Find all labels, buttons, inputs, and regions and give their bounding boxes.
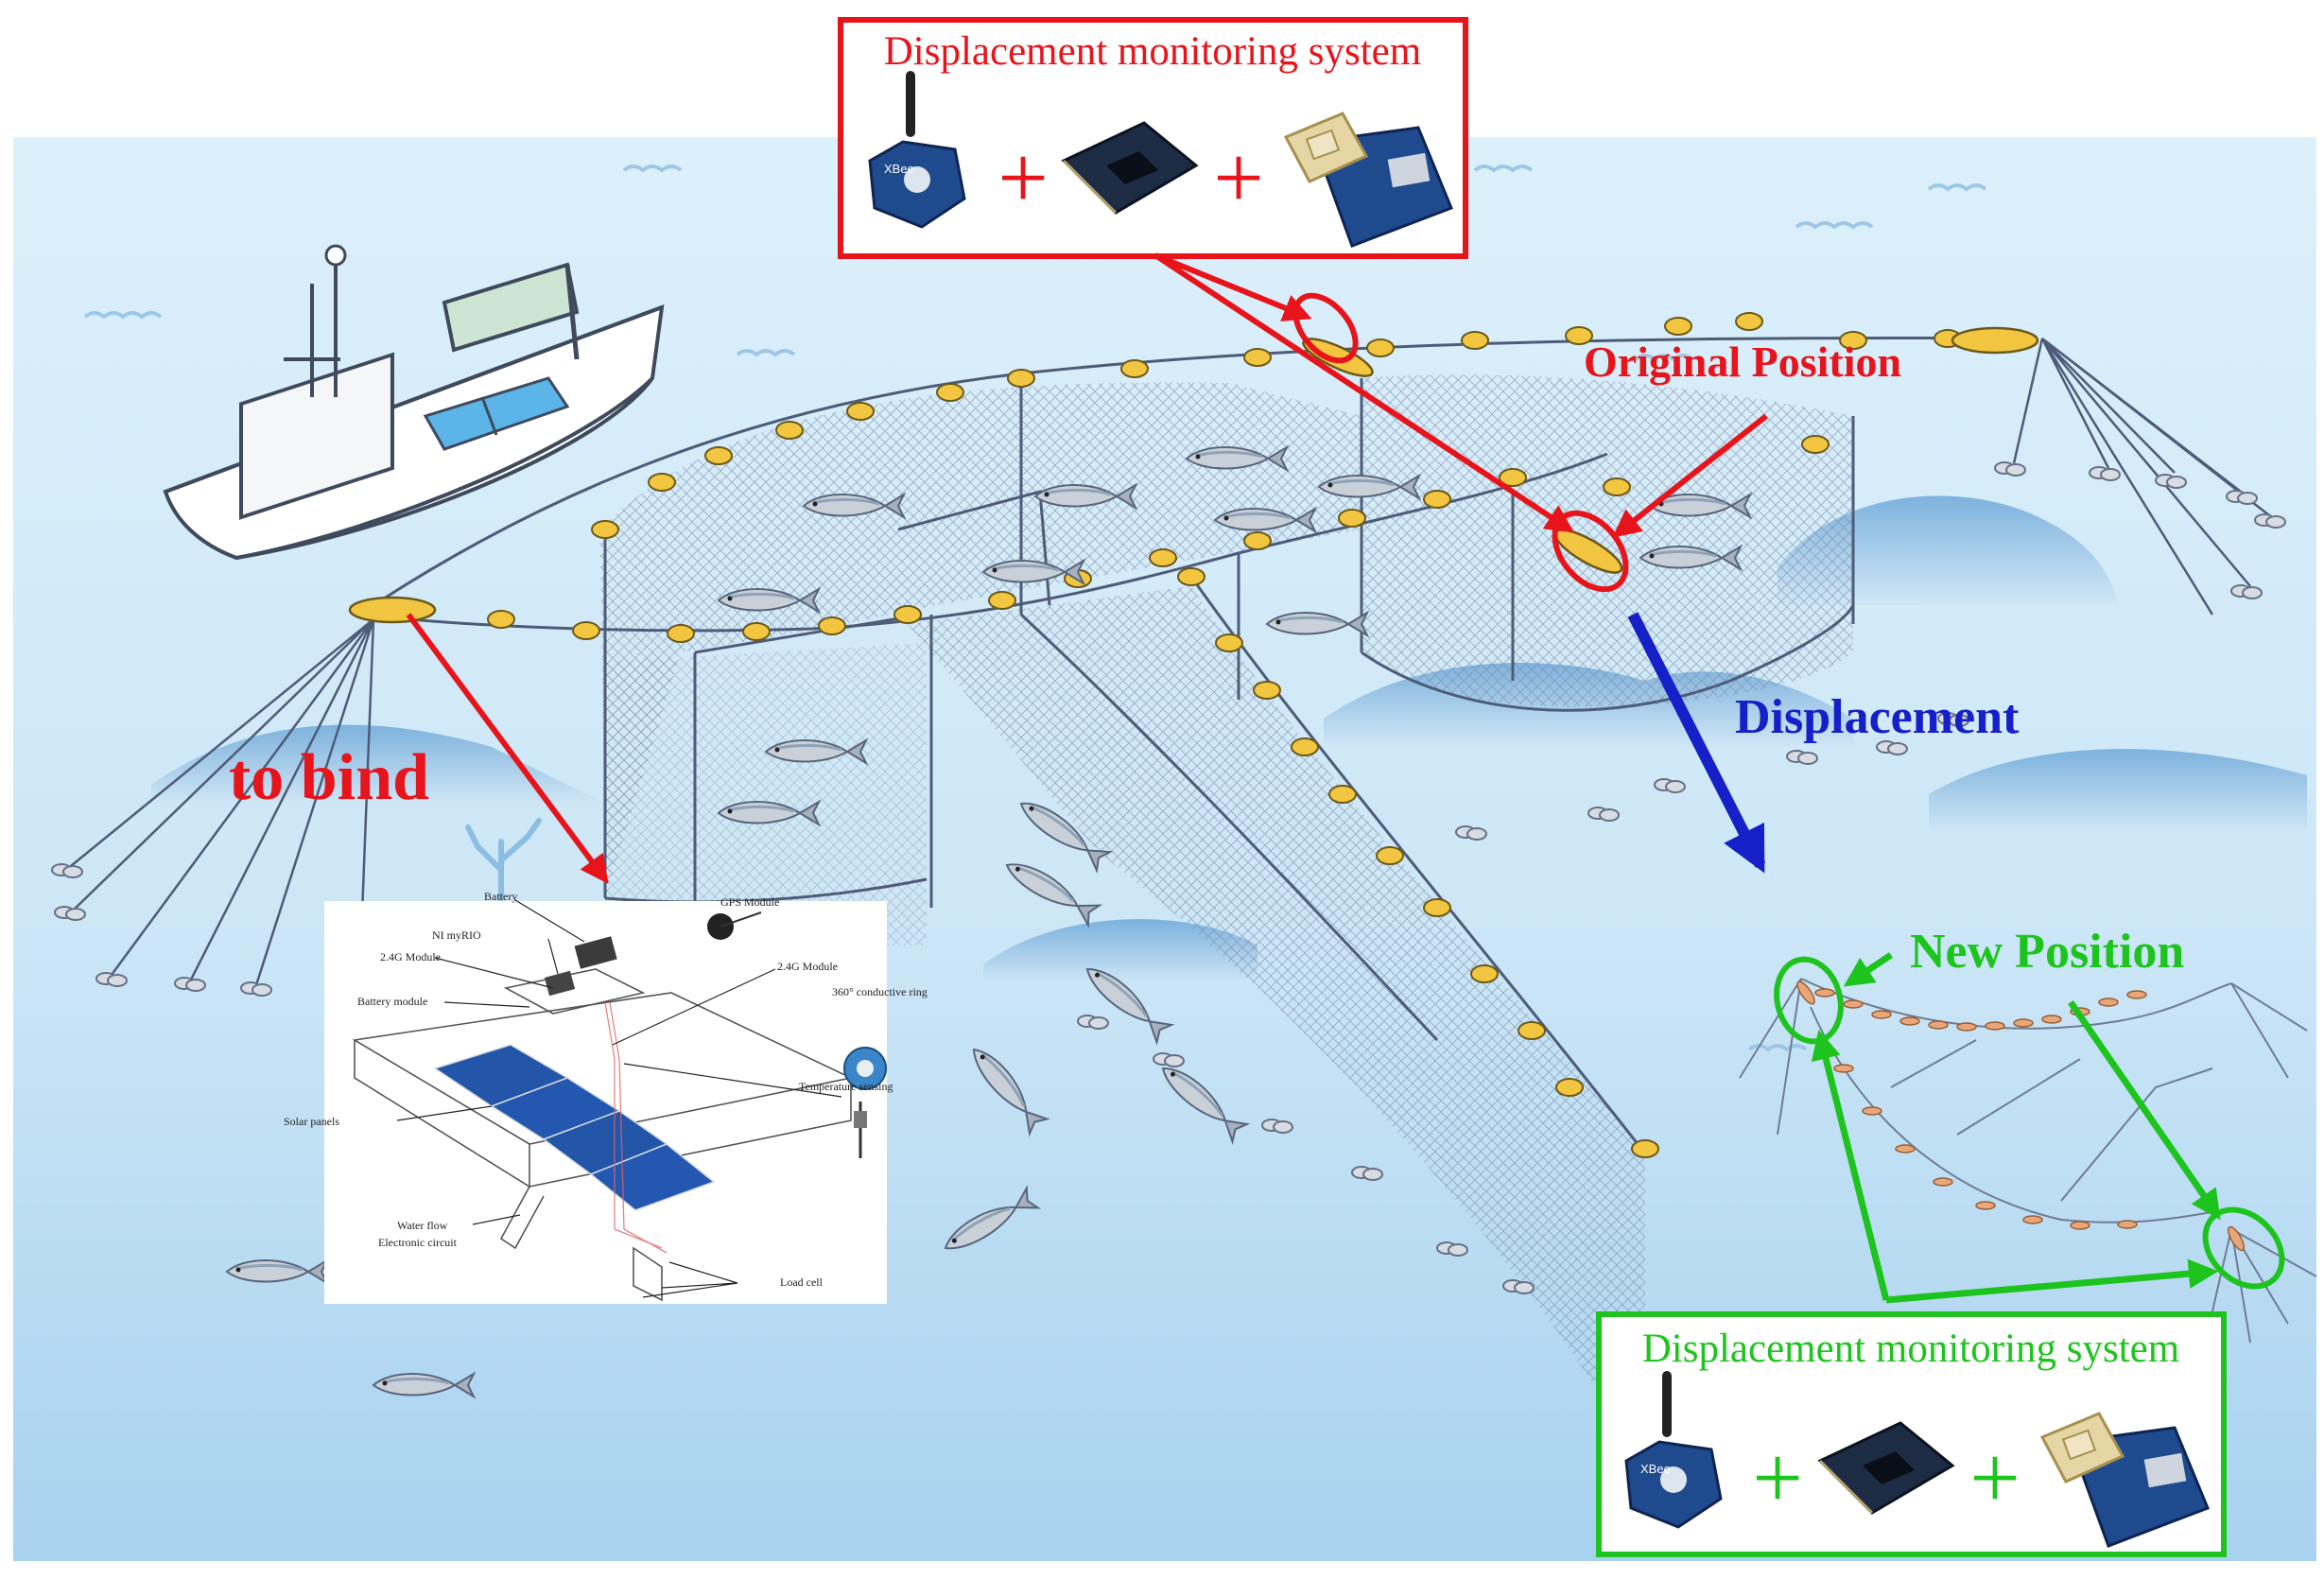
new-position-label: New Position <box>1910 925 2184 979</box>
inset-battery-module-label: Battery module <box>357 995 427 1008</box>
plus-sign-bottom-2: + <box>1969 1428 2020 1528</box>
displacement-label: Displacement <box>1735 690 2020 744</box>
inset-2.4g-right-label: 2.4G Module <box>777 960 838 973</box>
battery-icon <box>574 936 617 969</box>
original-position-label: Original Position <box>1584 338 1901 386</box>
inset-2.4g-left-label: 2.4G Module <box>380 950 441 963</box>
conductive-ring-icon <box>843 1047 887 1090</box>
inset-myrio-label: NI myRIO <box>432 928 481 942</box>
xbee-module-icon: XBee <box>868 71 966 229</box>
inset-water-flow-label: Water flow <box>397 1219 448 1232</box>
net-panels <box>600 374 1853 1466</box>
wave-marks <box>83 165 1987 1052</box>
svg-text:XBee: XBee <box>1640 1462 1671 1476</box>
plus-sign-top-2: + <box>1213 128 1264 228</box>
system-title-bottom: Displacement monitoring system <box>1642 1327 2179 1371</box>
xbee-module-icon: XBee <box>1624 1371 1723 1529</box>
gps-module-icon <box>1283 112 1453 248</box>
displacement-arrow <box>1627 612 1766 874</box>
plus-sign-top-1: + <box>997 128 1049 228</box>
to-bind-label: to bind <box>229 741 429 814</box>
device-inset: Battery GPS Module NI myRIO 2.4G Module … <box>284 890 928 1304</box>
inset-battery-label: Battery <box>484 890 517 903</box>
left-mooring <box>65 618 375 989</box>
inset-temperature-label: Temperature sensing <box>799 1080 893 1093</box>
inset-gps-label: GPS Module <box>720 895 779 909</box>
red-arrows <box>406 252 1768 884</box>
svg-text:XBee: XBee <box>884 162 914 176</box>
inset-conductive-ring-label: 360° conductive ring <box>832 985 928 998</box>
original-float-highlight <box>1292 292 1359 364</box>
coral <box>465 818 542 901</box>
inset-solar-label: Solar panels <box>284 1115 339 1128</box>
new-position-net-sketch <box>1739 978 2317 1353</box>
temperature-sensor-icon <box>854 1102 867 1158</box>
end-floats <box>348 326 2039 624</box>
solar-panels <box>433 1044 716 1211</box>
new-position-floats <box>1796 980 2245 1252</box>
controller-board-icon <box>1061 121 1199 215</box>
system-title-top: Displacement monitoring system <box>884 29 1421 74</box>
myrio-icon <box>544 970 576 997</box>
original-position-highlight <box>1552 510 1629 593</box>
gps-module-icon <box>2039 1412 2210 1548</box>
fishing-boat <box>163 244 665 561</box>
inset-circuit-label: Electronic circuit <box>378 1236 458 1249</box>
inset-load-cell-label: Load cell <box>780 1275 824 1289</box>
right-mooring <box>2012 338 2270 616</box>
controller-board-icon <box>1817 1421 1955 1515</box>
green-arrows <box>1811 952 2221 1304</box>
plus-sign-bottom-1: + <box>1752 1428 1803 1528</box>
